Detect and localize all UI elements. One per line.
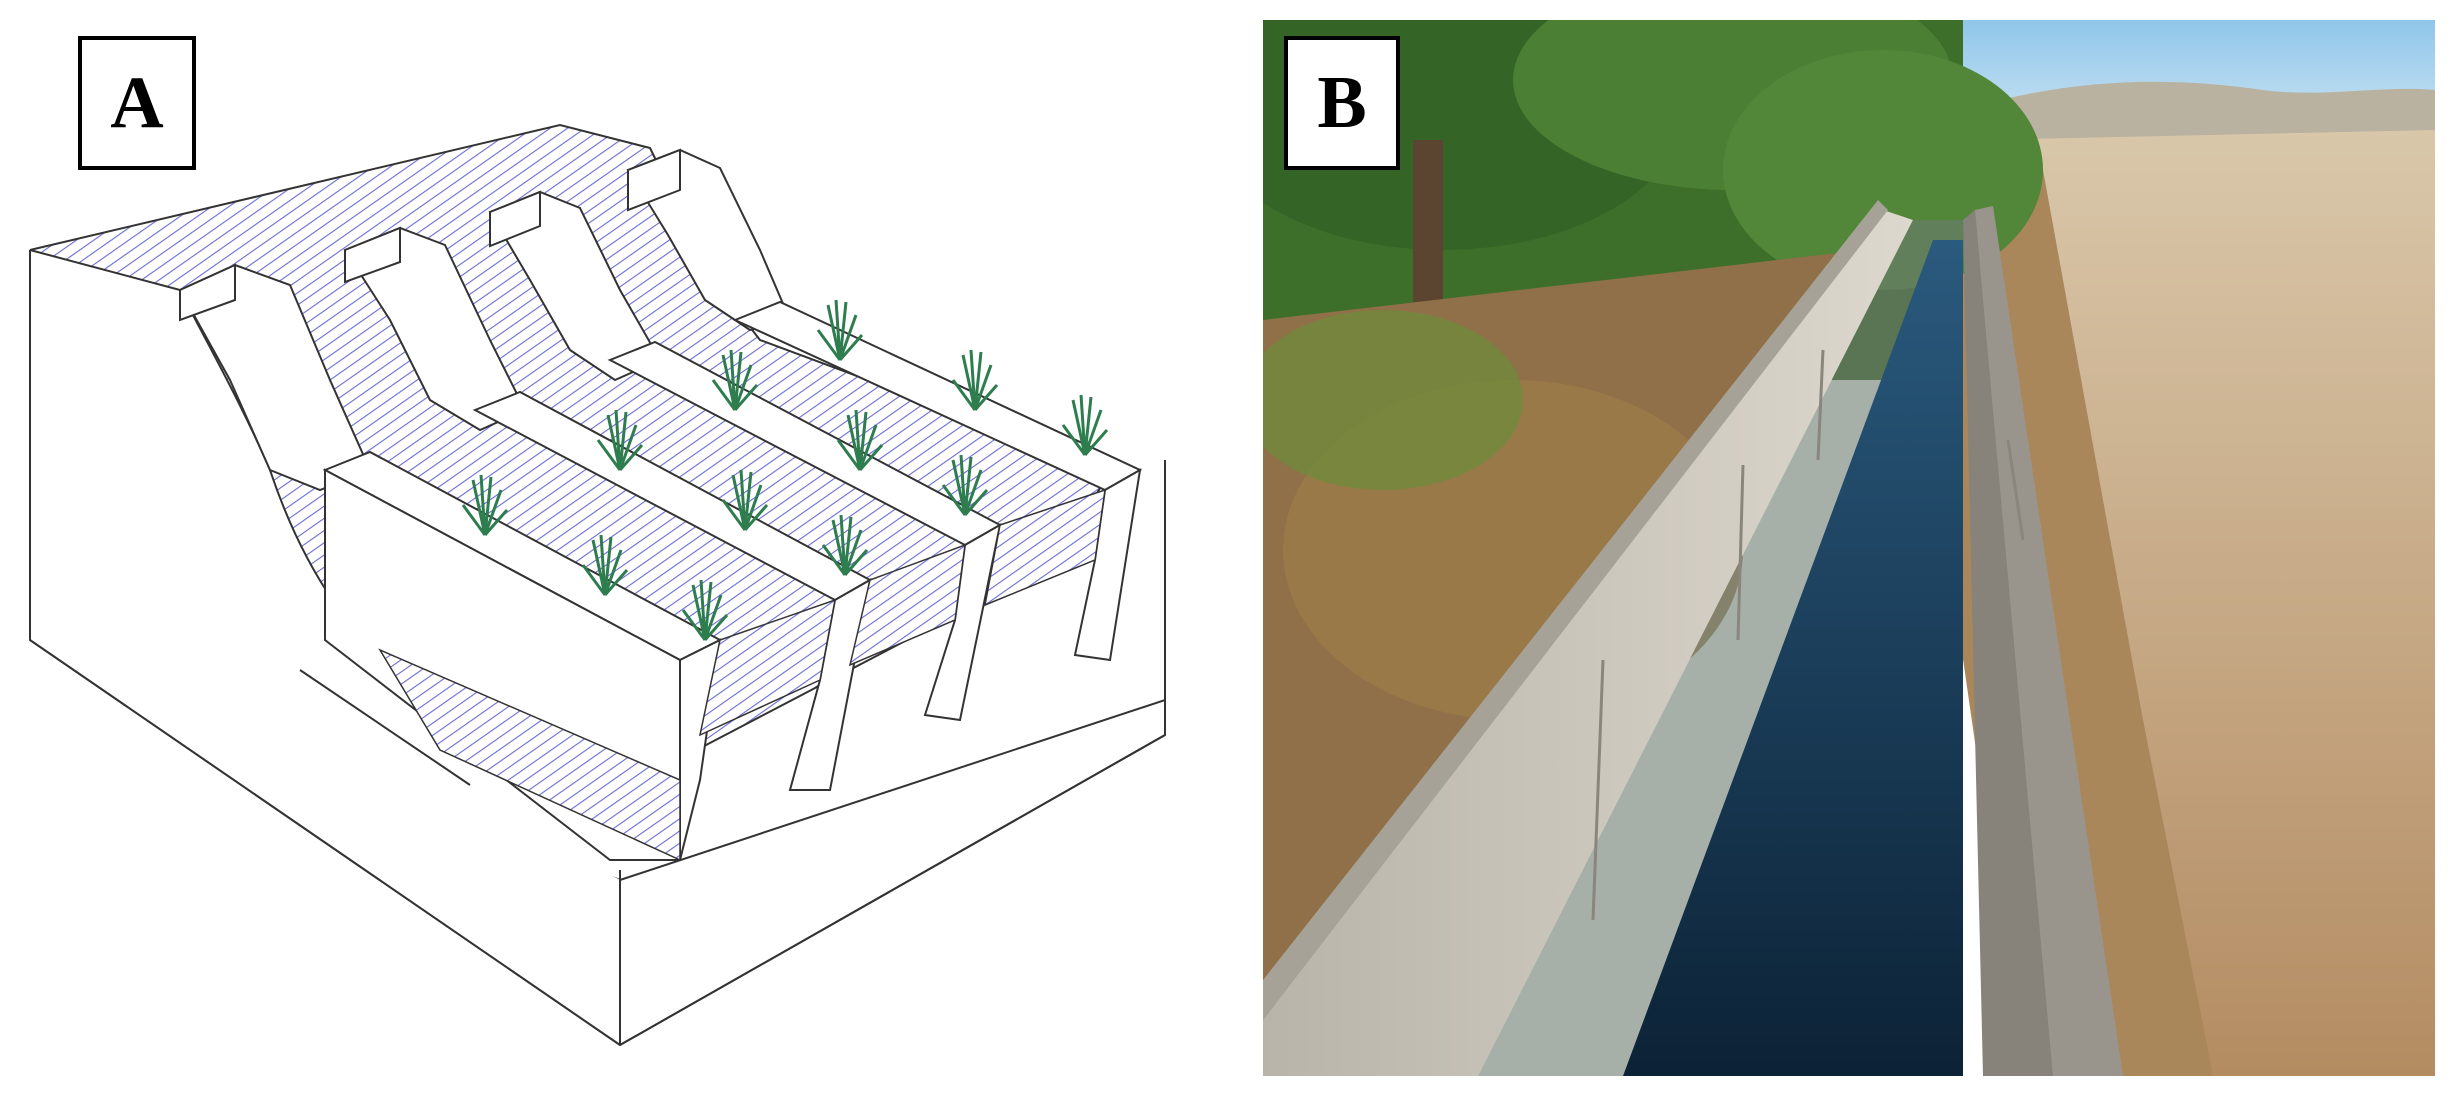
plant-icon [816,299,864,361]
plant-icon [1061,394,1109,456]
plant-icon [711,349,759,411]
plant-icon [821,514,869,576]
irrigation-channel-photo [1263,20,2435,1076]
channel-right-wall [1963,210,2053,1076]
wall-joints [1591,349,2025,921]
plant-icon [721,469,769,531]
plant-icon [941,454,989,516]
plants [461,299,1109,641]
plant-icon [951,349,999,411]
furrows [378,488,1106,862]
channel-water [1623,240,1963,1076]
block-left-face [30,250,620,1045]
plant-icon [461,474,509,536]
panel-b-photo [1263,20,2435,1076]
panel-label-a: A [78,36,196,170]
channel-left-wall [1263,210,1913,1076]
dirt-road [1983,130,2435,1076]
plant-icon [596,409,644,471]
plant-icon [581,534,629,596]
tree-trunk [1413,140,1443,310]
plant-icon [681,579,729,641]
panel-label-b: B [1284,36,1400,170]
terrace-schematic-diagram [29,123,1166,1047]
panel-a-schematic [29,123,1166,1047]
plant-icon [836,409,884,471]
